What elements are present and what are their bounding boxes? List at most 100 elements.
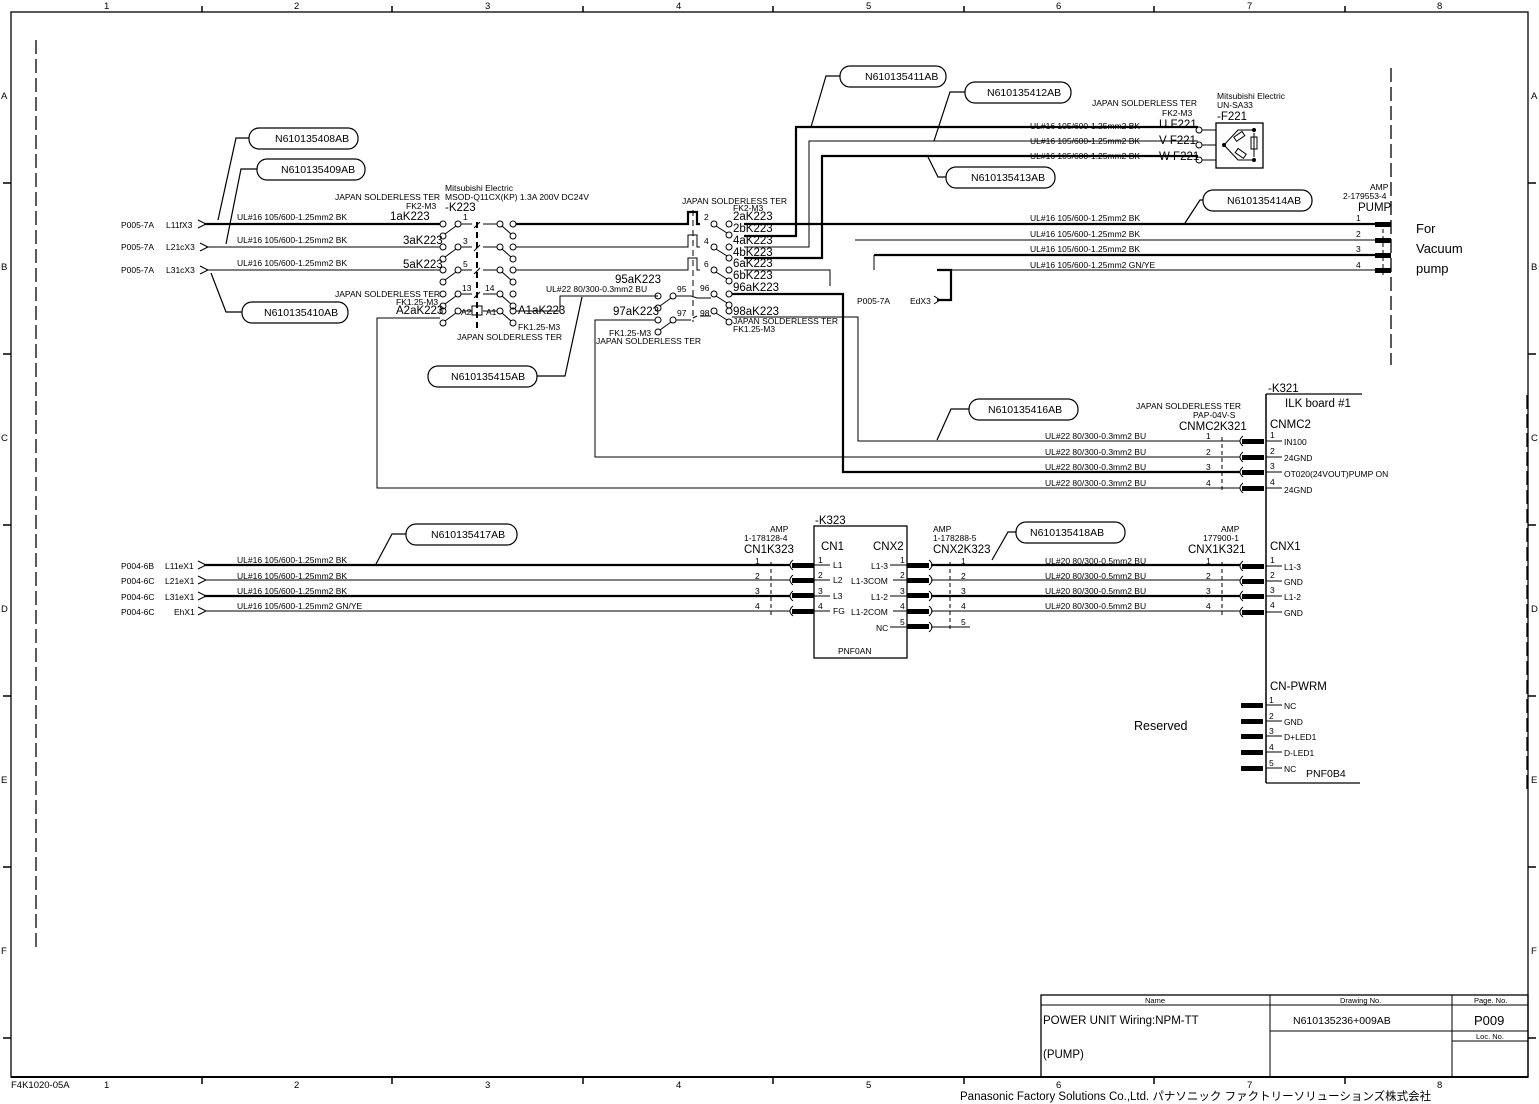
ilk-board-k321: -K321 ILK board #1 JAPAN SOLDERLESS TER … (1045, 383, 1388, 784)
terminal-type: FK1.25-M3 (733, 324, 775, 334)
board-name: ILK board #1 (1285, 398, 1351, 410)
pin-label: 1 (961, 556, 966, 566)
pin-label: 1 (1270, 555, 1275, 565)
signal-name: L2 (833, 575, 843, 585)
signal-name: FG (833, 606, 845, 616)
callout-label: N610135417AB (431, 529, 505, 541)
wire-spec: UL#20 80/300-0.5mm2 BU (1045, 556, 1146, 566)
callout-label: N610135408AB (275, 133, 349, 145)
terminal-type: FK1.25-M3 (396, 297, 438, 307)
terminal-type: FK1.25-M3 (609, 328, 651, 338)
terminal-label: 96aK223 (733, 282, 779, 294)
pin-label: 1 (463, 212, 468, 222)
callout-label: N610135410AB (264, 307, 338, 319)
pin-label: 4 (961, 601, 966, 611)
signal-label: L21eX1 (165, 576, 195, 586)
pump-label: Vacuum (1416, 241, 1463, 256)
page-no-header: Page. No. (1474, 996, 1507, 1005)
pin-label: 1 (1206, 431, 1211, 441)
bottom-input-wires: P004-6B L11eX1 P004-6C L21eX1 P004-6C L3… (121, 555, 790, 617)
terminal-label: V F221 (1159, 135, 1196, 147)
signal-name: 24GND (1284, 453, 1312, 463)
wire-spec: UL#16 105/600-1.25mm2 GN/YE (1030, 260, 1156, 270)
wire-spec: UL#16 105/600-1.25mm2 BK (1030, 229, 1140, 239)
callouts: N610135408AB N610135409AB N610135410AB N… (210, 65, 1313, 565)
title-block: Name Drawing No. Page. No. POWER UNIT Wi… (1040, 994, 1529, 1078)
terminal-type: JAPAN SOLDERLESS TER (682, 196, 787, 206)
part-number: PNF0B4 (1306, 768, 1346, 780)
signal-name: L1-2COM (851, 607, 888, 617)
contactor-k223: JAPAN SOLDERLESS TER FK2-M3 Mitsubishi E… (335, 183, 1240, 489)
callout-label: N610135414AB (1227, 195, 1301, 207)
callout-label: N610135415AB (451, 371, 525, 383)
pin-label: 1 (1270, 430, 1275, 440)
pin-label: 3 (900, 586, 905, 596)
pin-label: 5 (463, 259, 468, 269)
pin-label: 2 (704, 212, 709, 222)
wire-spec: UL#22 80/300-0.3mm2 BU (1045, 447, 1146, 457)
pin-label: 14 (485, 283, 495, 293)
wire-spec: UL#16 105/600-1.25mm2 BK (237, 212, 347, 222)
wire-spec: UL#20 80/300-0.5mm2 BU (1045, 601, 1146, 611)
pin-label: 2 (900, 570, 905, 580)
callout-label: N610135413AB (971, 172, 1045, 184)
col-label: 2 (294, 1080, 299, 1091)
wire-spec: UL#20 80/300-0.5mm2 BU (1045, 571, 1146, 581)
signal-name: L1-3 (871, 561, 888, 571)
page-ref: P005-7A (121, 220, 154, 230)
pin-label: 4 (1356, 260, 1361, 270)
terminal-type: JAPAN SOLDERLESS TER (335, 289, 440, 299)
col-label: 4 (676, 1, 681, 12)
callout-label: N610135409AB (281, 164, 355, 176)
wire-spec: UL#16 105/600-1.25mm2 BK (237, 235, 347, 245)
model: UN-SA33 (1217, 100, 1253, 110)
pin-label: 3 (463, 236, 468, 246)
callout-label: N610135411AB (865, 71, 938, 83)
terminal-label: 1aK223 (390, 211, 430, 223)
pump-label: pump (1416, 261, 1449, 276)
pin-label: 2 (1270, 446, 1275, 456)
drawing-name: POWER UNIT Wiring:NPM-TT (1043, 1015, 1199, 1027)
power-wires-right: P005-7A EdX3 (744, 125, 1388, 306)
signal-name: 24GND (1284, 485, 1312, 495)
pin-label: 4 (704, 236, 709, 246)
col-label: 4 (676, 1080, 681, 1091)
pin-label: 97 (677, 308, 687, 318)
pump-connector: AMP 2-179553-4 PUMP UL#16 105/600-1.25mm… (1030, 182, 1463, 276)
terminal-label: 2aK223 (733, 211, 773, 223)
wire-spec: UL#22 80/300-0.3mm2 BU (1045, 431, 1146, 441)
pin-label: 3 (1356, 244, 1361, 254)
page-ref: P005-7A (121, 242, 154, 252)
maker: Mitsubishi Electric (445, 183, 514, 193)
terminal-label: 3aK223 (403, 235, 443, 247)
signal-label: L21cX3 (166, 242, 195, 252)
row-label: D (1531, 604, 1538, 615)
signal-name: D+LED1 (1284, 732, 1317, 742)
noise-filter-k323: AMP 1-178128-4 CN1K323 -K323 CN1 CNX2 PN… (744, 515, 1240, 659)
row-label: A (1531, 91, 1538, 102)
connector-ref: CNX2K323 (933, 544, 991, 556)
col-label: 3 (485, 1, 490, 12)
signal-name: GND (1284, 717, 1303, 727)
row-label: E (1, 775, 7, 786)
row-label: B (1, 262, 7, 273)
signal-label: EhX1 (174, 607, 195, 617)
pin-label: 13 (462, 283, 472, 293)
page-ref: P005-7A (121, 265, 154, 275)
callout-label: N610135418AB (1030, 527, 1104, 539)
wire-spec: UL#16 105/600-1.25mm2 BK (1030, 121, 1140, 131)
pin-label: 5 (900, 617, 905, 627)
pin-label: 6 (704, 259, 709, 269)
pin-label: 3 (1269, 726, 1274, 736)
signal-name: L1-3COM (851, 576, 888, 586)
col-label: 6 (1056, 1080, 1061, 1091)
signal-label: L11eX1 (165, 561, 194, 571)
terminal-label: 6aK223 (733, 258, 773, 270)
col-label: 6 (1056, 1, 1061, 12)
reference: -K321 (1268, 383, 1299, 395)
amp-label: AMP (1221, 524, 1240, 534)
row-label: F (1531, 946, 1537, 957)
pin-label: 3 (961, 586, 966, 596)
signal-name: NC (1284, 764, 1296, 774)
